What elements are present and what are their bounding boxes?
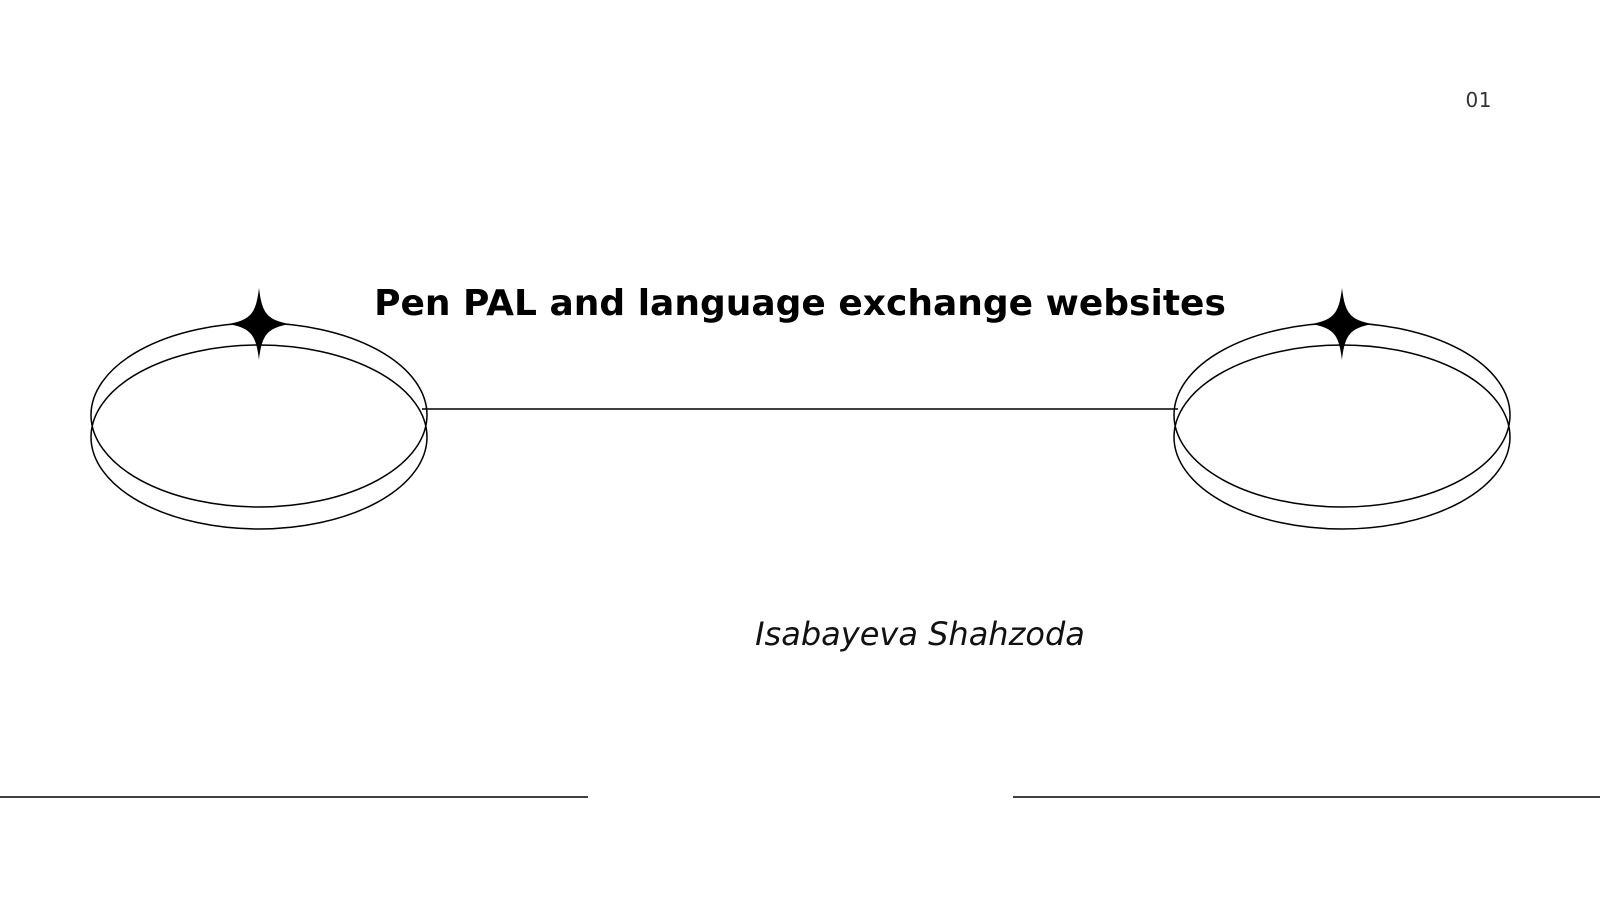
right-sparkle-icon bbox=[1311, 288, 1373, 360]
left-sparkle-icon bbox=[228, 288, 290, 360]
slide-title: Pen PAL and language exchange websites bbox=[374, 283, 1226, 324]
author-name: Isabayeva Shahzoda bbox=[755, 615, 1085, 653]
slide-number: 01 bbox=[1465, 88, 1492, 112]
